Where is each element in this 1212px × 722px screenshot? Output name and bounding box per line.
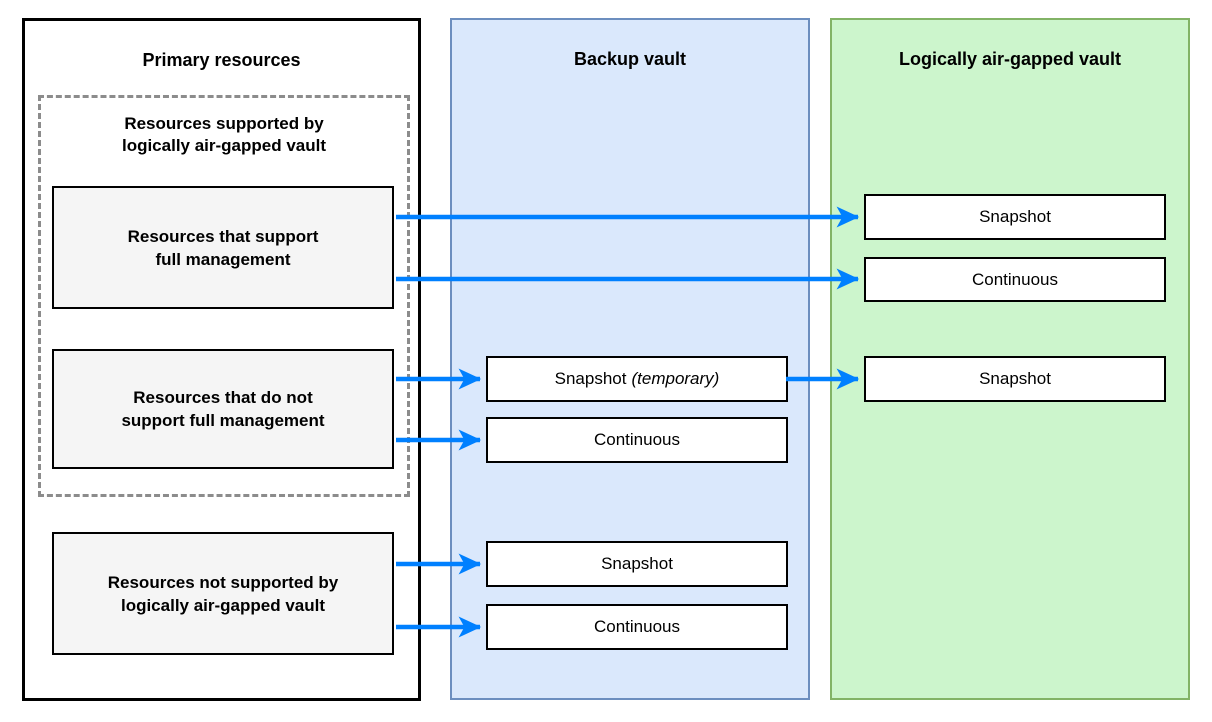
backup-continuous-2-box: Continuous bbox=[486, 604, 788, 650]
resources-unsupported-label-line-2: logically air-gapped vault bbox=[120, 595, 326, 615]
resources-full-management-label-line-2: full management bbox=[155, 249, 291, 269]
resources-partial-management-label-line-2: support full management bbox=[121, 411, 325, 430]
backup-continuous-1-box: Continuous bbox=[486, 417, 788, 463]
airgap-continuous-label: Continuous bbox=[971, 269, 1058, 289]
airgap-vault-column: Logically air-gapped vault Snapshot Cont… bbox=[830, 18, 1190, 700]
resources-unsupported-label-line-1: Resources not supported by bbox=[107, 572, 339, 592]
backup-continuous-1-label: Continuous bbox=[593, 430, 680, 449]
group-title-line-2: logically air-gapped vault bbox=[121, 136, 327, 155]
backup-snapshot-temporary-label: Snapshot bbox=[554, 369, 627, 388]
airgap-snapshot-1-box: Snapshot bbox=[864, 194, 1166, 240]
airgap-vault-title: Logically air-gapped vault bbox=[898, 49, 1122, 69]
group-title-line-1: Resources supported by bbox=[124, 114, 324, 133]
backup-snapshot-temporary-box: Snapshot (temporary) bbox=[486, 356, 788, 402]
airgap-continuous-box: Continuous bbox=[864, 257, 1166, 302]
airgap-snapshot-2-box: Snapshot bbox=[864, 356, 1166, 402]
primary-resources-column: Primary resources Resources supported by… bbox=[22, 18, 421, 701]
supported-resources-group: Resources supported by logically air-gap… bbox=[38, 95, 410, 497]
airgap-snapshot-1-label: Snapshot bbox=[979, 207, 1051, 226]
backup-snapshot-temporary-note: (temporary) bbox=[631, 369, 720, 388]
resources-unsupported-box: Resources not supported by logically air… bbox=[52, 532, 394, 655]
resources-partial-management-label-line-1: Resources that do not bbox=[133, 388, 313, 407]
airgap-snapshot-2-label: Snapshot bbox=[979, 369, 1051, 388]
primary-resources-title: Primary resources bbox=[142, 50, 301, 70]
backup-vault-title: Backup vault bbox=[573, 49, 687, 69]
supported-resources-group-title: Resources supported by logically air-gap… bbox=[41, 113, 407, 157]
resources-partial-management-box: Resources that do not support full manag… bbox=[52, 349, 394, 469]
backup-snapshot-2-label: Snapshot bbox=[601, 554, 673, 573]
resources-full-management-label-line-1: Resources that support bbox=[127, 226, 319, 246]
backup-vault-column: Backup vault Snapshot (temporary) Contin… bbox=[450, 18, 810, 700]
resources-full-management-box: Resources that support full management bbox=[52, 186, 394, 309]
backup-snapshot-2-box: Snapshot bbox=[486, 541, 788, 587]
backup-continuous-2-label: Continuous bbox=[593, 617, 680, 636]
